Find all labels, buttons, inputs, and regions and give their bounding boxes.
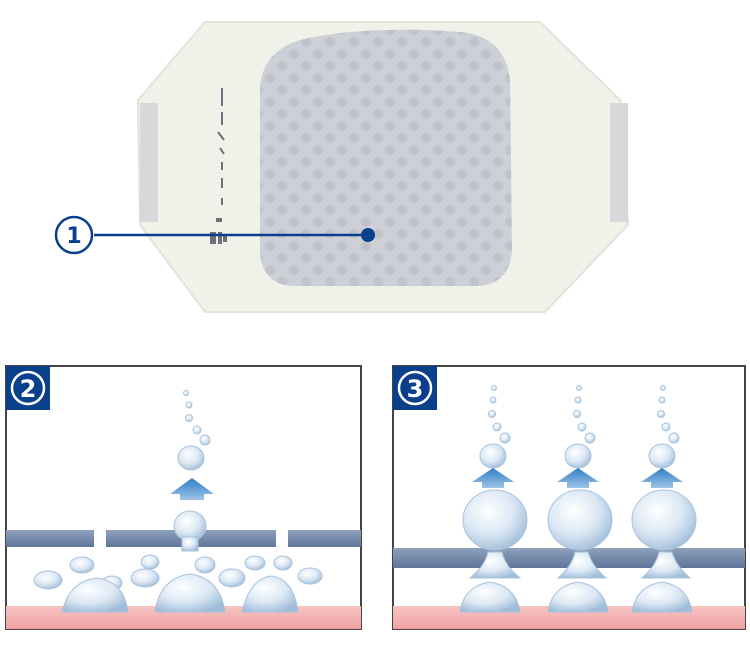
exudate-droplets: [33, 390, 323, 613]
badge-3: [393, 366, 437, 410]
size-indicator-icon: [210, 218, 227, 244]
dressing-left-wing: [140, 103, 158, 222]
badge-2-label: 2: [20, 375, 37, 403]
pointer-dot: [361, 228, 375, 242]
dressing-illustration: 1: [54, 21, 630, 313]
callout-circle-1: [54, 215, 94, 255]
badge-3-label: 3: [407, 375, 424, 403]
callout-label-1: 1: [66, 224, 81, 249]
up-arrow-icon: [170, 478, 214, 500]
badge-2: [6, 366, 50, 410]
panel-3: 3: [392, 365, 746, 630]
vapor-droplets: [459, 385, 697, 613]
perforation-marks: [217, 88, 225, 205]
dressing-right-wing: [610, 103, 628, 222]
panel-2: 2: [5, 365, 362, 630]
up-arrow-icon: [472, 468, 683, 488]
